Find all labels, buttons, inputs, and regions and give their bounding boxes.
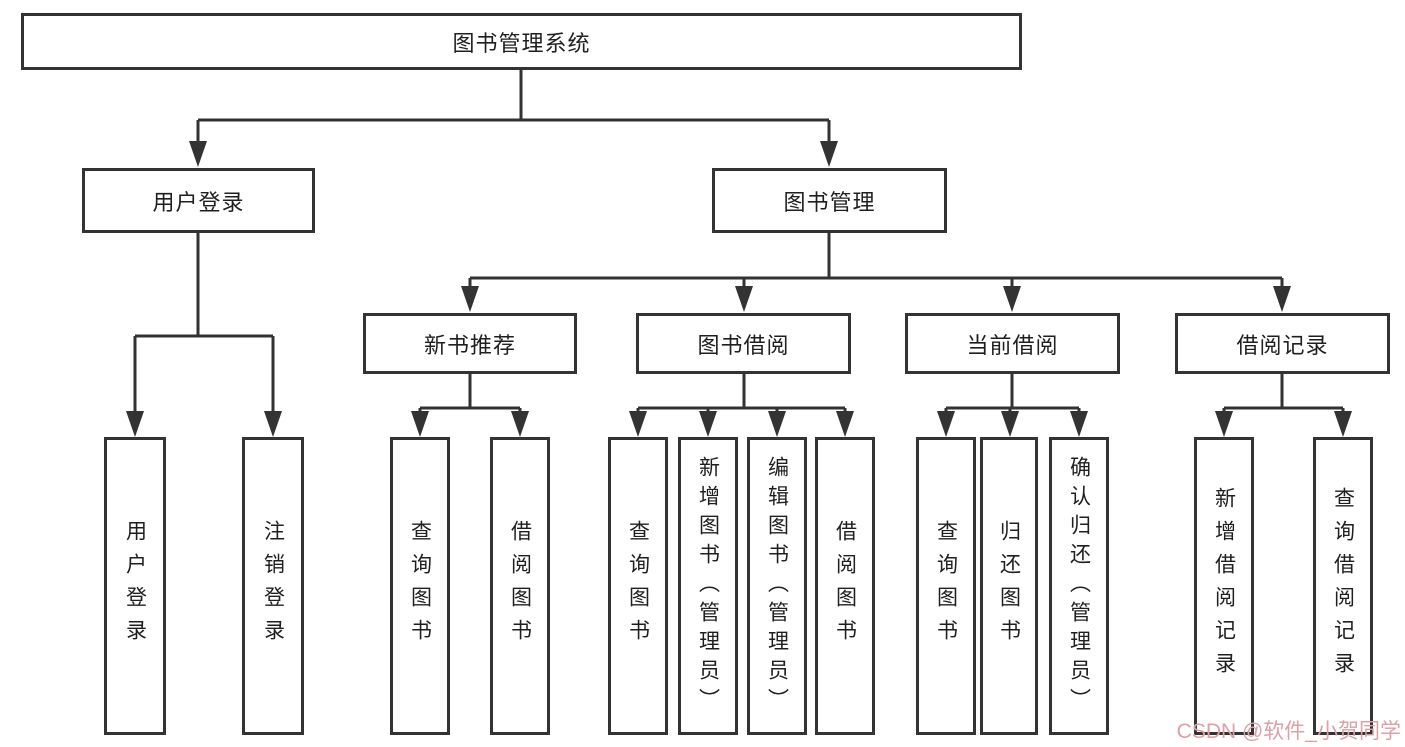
leaf-user-login: 用户登录: [104, 437, 166, 735]
leaf-query-book-current: 查询图书: [916, 437, 976, 735]
node-label: 注销登录: [261, 520, 285, 652]
node-label: 用户登录: [123, 520, 147, 652]
node-label: 当前借阅: [966, 332, 1059, 358]
node-label: 确认归还（管理员）: [1067, 455, 1091, 717]
leaf-logout: 注销登录: [242, 437, 304, 735]
node-label: 借阅记录: [1236, 332, 1329, 358]
leaf-return-book: 归还图书: [980, 437, 1038, 735]
node-borrow-records: 借阅记录: [1175, 313, 1390, 374]
leaf-query-book-borrow: 查询图书: [608, 437, 668, 735]
node-label: 图书借阅: [697, 332, 790, 358]
node-label: 借阅图书: [508, 520, 532, 652]
node-label: 新增图书（管理员）: [696, 455, 720, 717]
node-user-login: 用户登录: [82, 168, 315, 233]
node-label: 查询图书: [626, 520, 650, 652]
node-label: 新书推荐: [423, 332, 516, 358]
leaf-borrow-book: 借阅图书: [815, 437, 875, 735]
csdn-watermark: CSDN @软件_小贺同学: [1176, 720, 1401, 743]
node-label: 图书管理系统: [452, 30, 591, 56]
leaf-query-book-recommend: 查询图书: [390, 437, 450, 735]
leaf-query-borrow-record: 查询借阅记录: [1313, 437, 1373, 735]
node-book-management: 图书管理: [712, 168, 947, 233]
node-label: 新增借阅记录: [1212, 487, 1236, 685]
node-book-borrow: 图书借阅: [636, 313, 851, 374]
node-label: 查询图书: [408, 520, 432, 652]
node-label: 查询图书: [934, 520, 958, 652]
node-label: 编辑图书（管理员）: [765, 455, 789, 717]
leaf-add-borrow-record: 新增借阅记录: [1194, 437, 1254, 735]
node-new-book-recommend: 新书推荐: [363, 313, 577, 374]
node-label: 归还图书: [997, 520, 1021, 652]
leaf-confirm-return-admin: 确认归还（管理员）: [1049, 437, 1109, 735]
node-current-borrow: 当前借阅: [905, 313, 1120, 374]
leaf-edit-book-admin: 编辑图书（管理员）: [747, 437, 807, 735]
arrow-down-icons: [126, 141, 1352, 437]
node-label: 图书管理: [783, 189, 876, 215]
leaf-add-book-admin: 新增图书（管理员）: [678, 437, 738, 735]
node-root: 图书管理系统: [21, 13, 1022, 70]
node-label: 用户登录: [152, 189, 245, 215]
node-label: 查询借阅记录: [1331, 487, 1355, 685]
leaf-borrow-book-recommend: 借阅图书: [490, 437, 550, 735]
node-label: 借阅图书: [833, 520, 857, 652]
